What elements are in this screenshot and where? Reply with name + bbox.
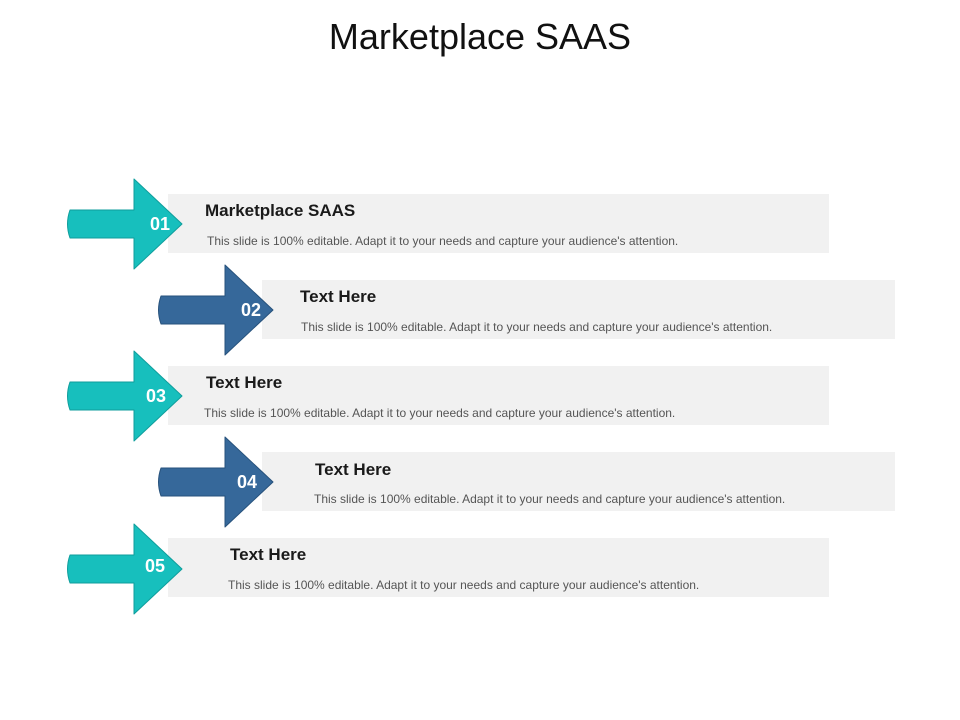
item-description: This slide is 100% editable. Adapt it to… [228, 578, 700, 592]
item-number: 04 [237, 472, 257, 492]
item-heading: Text Here [315, 460, 392, 479]
item-heading: Marketplace SAAS [205, 201, 356, 220]
item-heading: Text Here [300, 287, 377, 306]
item-number: 03 [146, 386, 166, 406]
item-number: 01 [150, 214, 170, 234]
arrow-right-icon: 03 [64, 346, 194, 446]
item-description: This slide is 100% editable. Adapt it to… [204, 406, 676, 420]
item-bar-05 [168, 538, 829, 597]
item-description: This slide is 100% editable. Adapt it to… [207, 234, 679, 248]
item-bar-01 [168, 194, 829, 253]
item-bar-02 [262, 280, 895, 339]
arrow-right-icon: 04 [155, 432, 285, 532]
item-description: This slide is 100% editable. Adapt it to… [314, 492, 786, 506]
item-heading: Text Here [206, 373, 283, 392]
item-number: 02 [241, 300, 261, 320]
page-title: Marketplace SAAS [328, 16, 632, 57]
item-number: 05 [145, 556, 165, 576]
arrow-right-icon: 01 [64, 174, 194, 274]
item-bar-04 [262, 452, 895, 511]
arrow-right-icon: 05 [64, 519, 194, 619]
item-heading: Text Here [230, 545, 307, 564]
item-description: This slide is 100% editable. Adapt it to… [301, 320, 773, 334]
item-bar-03 [168, 366, 829, 425]
arrow-right-icon: 02 [155, 260, 285, 360]
